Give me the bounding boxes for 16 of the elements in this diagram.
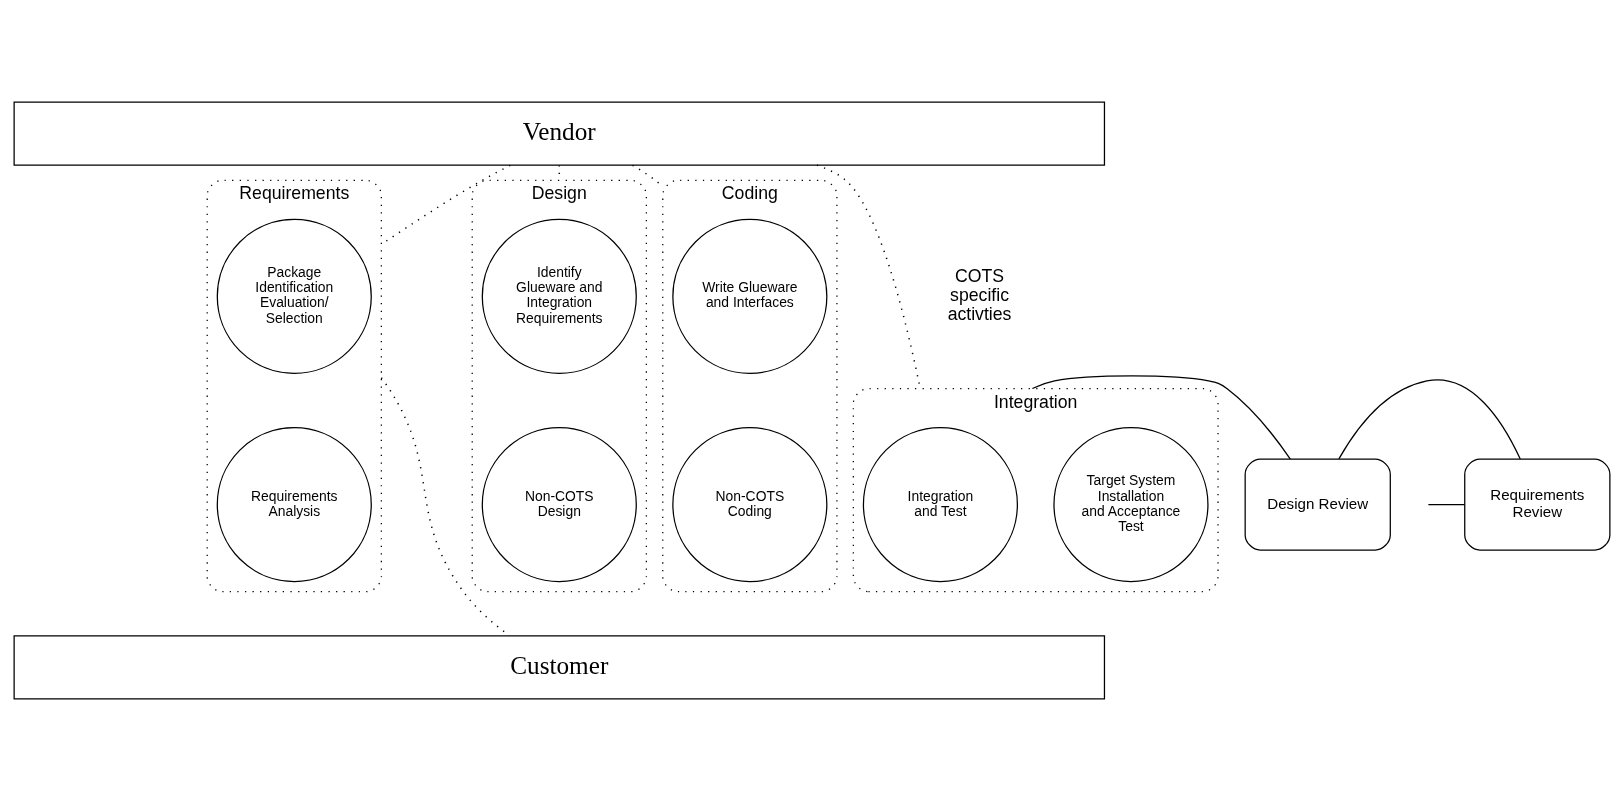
node-circle: Identify Glueware and Integration Requirements bbox=[481, 218, 637, 374]
label: COTS specific activties bbox=[947, 266, 1012, 324]
node-box: Vendor bbox=[13, 101, 1106, 166]
connector bbox=[1031, 375, 1291, 460]
node-circle: Integration and Test bbox=[862, 427, 1018, 583]
node-circle: Target System Installation and Acceptance Test bbox=[1053, 427, 1209, 583]
node-circle: Package Identification Evaluation/ Selection bbox=[216, 218, 372, 374]
node-circle: Requirements Analysis bbox=[216, 427, 372, 583]
node-circle: Non-COTS Coding bbox=[672, 427, 828, 583]
connector bbox=[1338, 379, 1521, 460]
node-box: Design Review bbox=[1244, 458, 1391, 551]
node-box: Customer bbox=[13, 635, 1106, 700]
connector bbox=[1427, 504, 1466, 506]
node-circle: Write Glueware and Interfaces bbox=[672, 218, 828, 374]
node-box: Requirements Review bbox=[1464, 458, 1611, 551]
node-circle: Non-COTS Design bbox=[481, 427, 637, 583]
